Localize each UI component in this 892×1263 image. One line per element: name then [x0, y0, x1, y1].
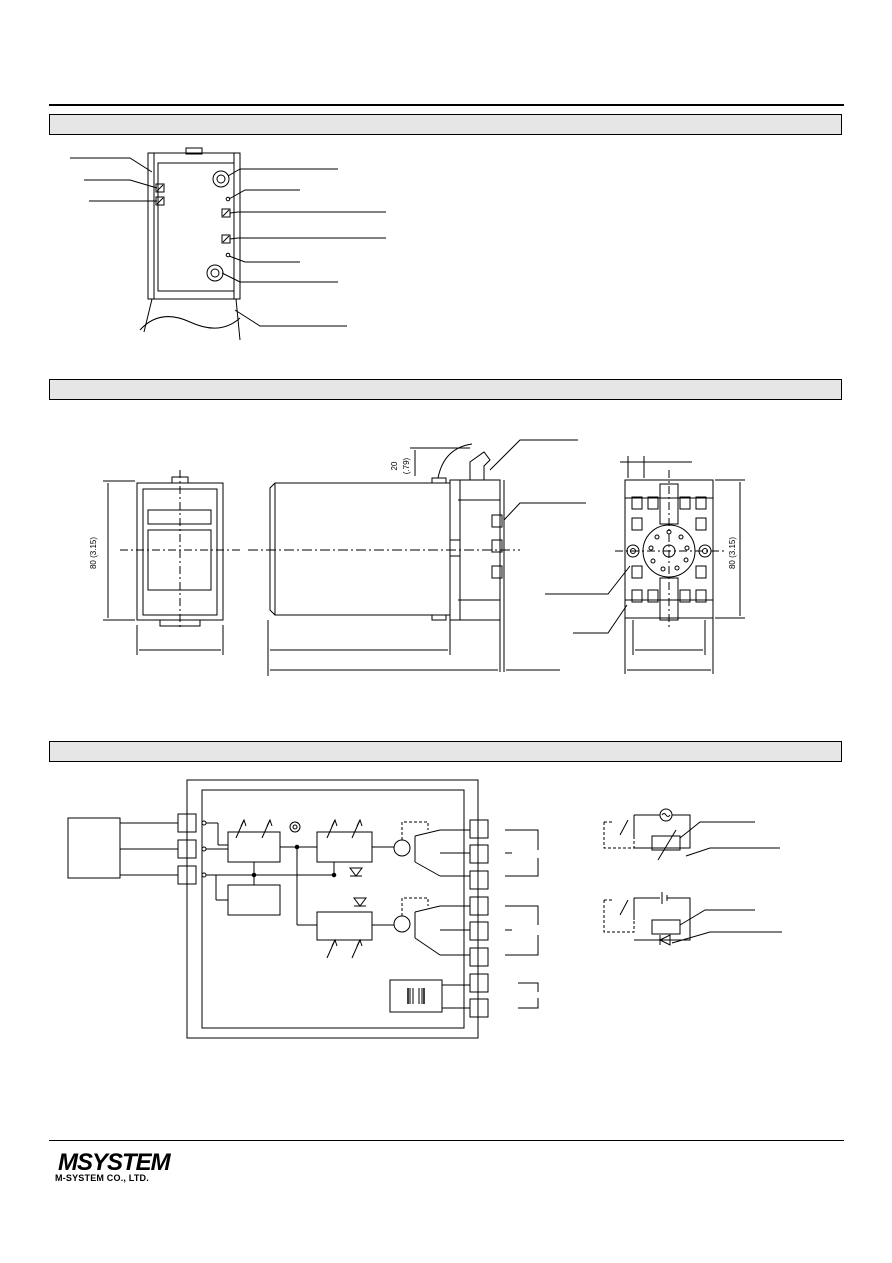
relay-coil-upper: [393, 839, 411, 857]
front-panel-view: [70, 147, 386, 341]
power-terminal-2: [469, 998, 489, 1018]
amplifier-block: [227, 831, 281, 863]
logo-wordmark: MSYSTEM: [58, 1150, 172, 1174]
height-dimension-label: 80 (3.15): [89, 537, 98, 569]
msystem-logo: MSYSTEM: [58, 1150, 173, 1174]
power-terminal-1: [469, 973, 489, 993]
power-supply-block: [389, 979, 443, 1013]
comparator-lower: [316, 911, 373, 941]
comparator-upper: [316, 831, 373, 863]
dim-socket-view: [545, 456, 745, 674]
output-terminal-1: [469, 819, 489, 839]
sensor-block: [67, 817, 121, 879]
top-clearance-inch-label: (.79): [402, 457, 411, 474]
output-terminal-2: [469, 844, 489, 864]
output-terminal-4: [469, 896, 489, 916]
setpoint-knob-upper: [212, 170, 230, 188]
input-terminal-3: [177, 865, 197, 885]
socket-height-dimension-label: 80 (3.15): [728, 537, 737, 569]
section-header-dimensions: [49, 379, 842, 400]
section-header-front-view: [49, 114, 842, 135]
dim-side-view: [248, 439, 586, 676]
bottom-rule: [49, 1140, 844, 1141]
output-terminal-5: [469, 921, 489, 941]
input-terminal-1: [177, 813, 197, 833]
input-terminal-2: [177, 839, 197, 859]
top-clearance-label: 20: [390, 461, 399, 470]
section-header-schematic: [49, 741, 842, 762]
output-terminal-3: [469, 870, 489, 890]
top-rule: [49, 104, 844, 106]
relay-coil-lower: [393, 915, 411, 933]
schematic-diagram: [67, 779, 782, 1039]
excitation-block: [227, 884, 281, 916]
varistor-upper: [651, 835, 681, 851]
dim-front-view: [103, 470, 240, 655]
output-terminal-6: [469, 947, 489, 967]
led-lower: [225, 252, 231, 258]
resistor-lower: [651, 919, 681, 935]
company-name: M-SYSTEM CO., LTD.: [55, 1173, 149, 1183]
setpoint-knob-lower: [206, 264, 224, 282]
